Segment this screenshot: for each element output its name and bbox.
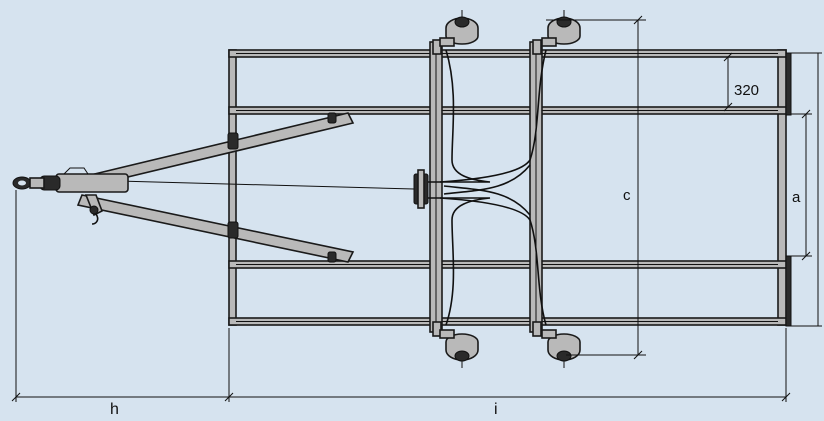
brake-cables [420,49,547,326]
dimension-c-label: c [623,187,631,204]
chassis-frame [228,49,792,327]
dimension-i-label: i [494,401,498,416]
rear-bumper-top [785,52,792,116]
wheel-hub-rear-bottom [541,329,581,368]
wheel-hubs [439,10,581,368]
dimension-h-label: h [110,401,119,416]
wheel-hub-rear-top [541,10,581,47]
frame-front-member [228,49,237,326]
coupling-housing [55,173,129,193]
axle-members [429,39,543,337]
dimension-lines [11,15,822,402]
wheel-hub-front-top [439,10,479,47]
dimension-a-label: a [792,189,801,206]
brake-compensator [413,169,429,209]
frame-rear-member [777,49,787,326]
dimension-320-label: 320 [734,82,759,99]
rear-bumper-bottom [785,255,792,327]
wheel-hub-front-bottom [439,329,479,368]
coupling-head [12,167,129,225]
drawbar-arm-bottom [76,194,355,263]
